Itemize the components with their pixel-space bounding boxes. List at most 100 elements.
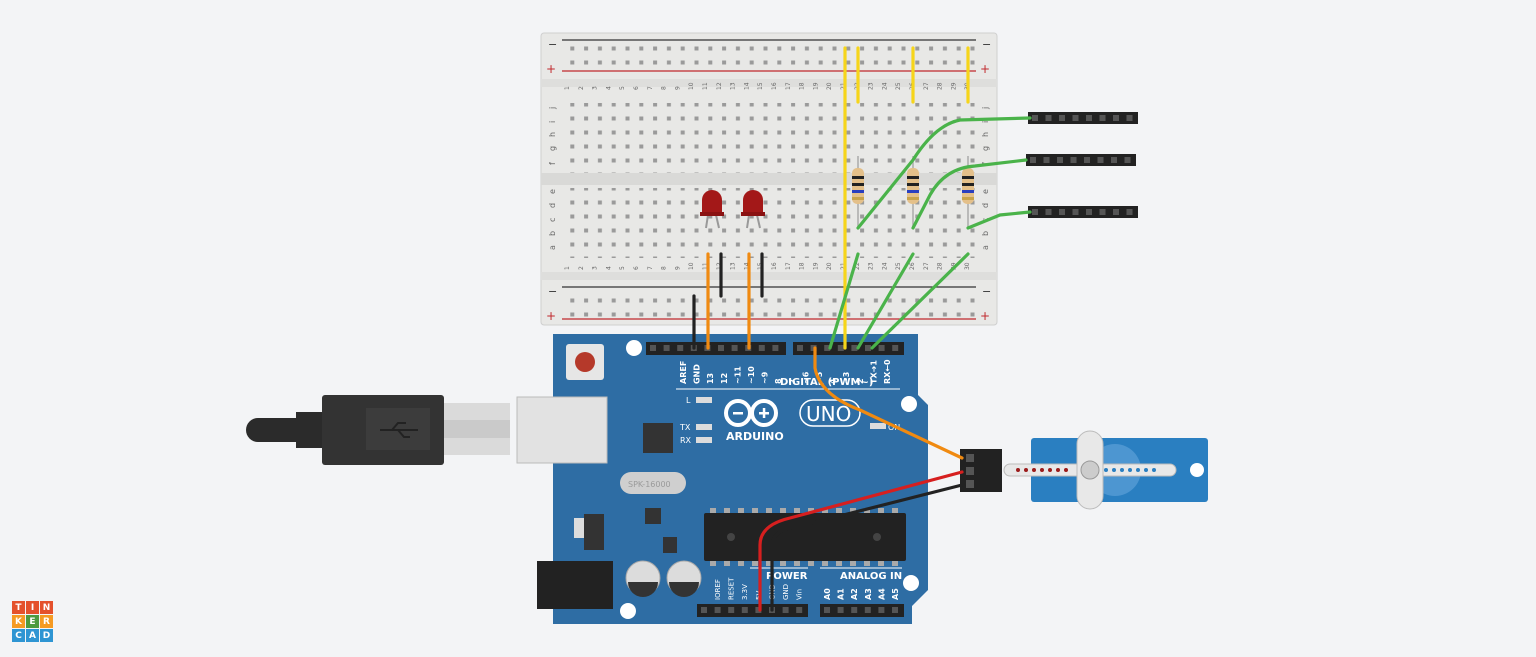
header-pin[interactable] bbox=[741, 607, 748, 613]
servo-motor[interactable] bbox=[1003, 430, 1208, 510]
rail-minus-bottom-right: − bbox=[982, 285, 991, 298]
column-label: 22 bbox=[854, 262, 861, 270]
column-label: 16 bbox=[771, 262, 778, 270]
header-pin[interactable] bbox=[864, 607, 871, 613]
column-label: 28 bbox=[937, 82, 944, 90]
column-label: 10 bbox=[688, 262, 695, 270]
header-pin[interactable] bbox=[728, 607, 735, 613]
header-pin[interactable] bbox=[772, 345, 779, 351]
digital-pin-label: AREF bbox=[679, 361, 688, 384]
header-pin[interactable] bbox=[878, 607, 885, 613]
led-label-tx: TX bbox=[679, 423, 691, 432]
header-pin[interactable] bbox=[731, 345, 738, 351]
resistor[interactable] bbox=[852, 156, 864, 228]
wire-green[interactable] bbox=[828, 252, 860, 350]
resistor[interactable] bbox=[907, 156, 919, 228]
column-label: 19 bbox=[812, 82, 819, 90]
led-2[interactable] bbox=[741, 190, 765, 229]
header-pin[interactable] bbox=[851, 345, 858, 351]
resistor[interactable] bbox=[962, 156, 974, 228]
header-pin[interactable] bbox=[837, 345, 844, 351]
column-label: 4 bbox=[605, 86, 612, 90]
row-label: e bbox=[981, 189, 990, 194]
header-pin[interactable] bbox=[837, 607, 844, 613]
led-1[interactable] bbox=[700, 190, 724, 229]
servo-connector[interactable] bbox=[960, 449, 1002, 492]
usb-b-port[interactable] bbox=[516, 396, 608, 464]
header-pin[interactable] bbox=[718, 345, 724, 351]
wire-red[interactable] bbox=[758, 470, 964, 612]
wire-green[interactable] bbox=[966, 210, 1032, 230]
digital-pin-label: 7 bbox=[788, 378, 797, 384]
header-pin[interactable] bbox=[797, 345, 803, 351]
rail-plus-bottom-right: + bbox=[980, 309, 990, 323]
wire-orange[interactable] bbox=[813, 346, 964, 460]
digital-pin-label: 4 bbox=[829, 378, 838, 384]
analog-pin-label: A5 bbox=[891, 588, 900, 600]
digital-pin-label: 12 bbox=[720, 373, 729, 384]
header-pin[interactable] bbox=[851, 607, 858, 613]
header-pin[interactable] bbox=[865, 345, 871, 351]
logo-letter: E bbox=[26, 615, 39, 628]
analog-pin-label: A3 bbox=[864, 588, 873, 600]
header-pin[interactable] bbox=[677, 345, 684, 351]
row-label: h bbox=[548, 132, 557, 137]
column-label: 24 bbox=[881, 262, 888, 270]
column-label: 17 bbox=[785, 262, 792, 270]
header-pin[interactable] bbox=[758, 345, 765, 351]
column-label: 24 bbox=[881, 82, 888, 90]
crystal: SPK-16000 bbox=[620, 472, 686, 494]
rail-minus-top-left: − bbox=[548, 38, 557, 51]
header-pin[interactable] bbox=[650, 345, 656, 351]
usb-cable[interactable] bbox=[246, 395, 510, 465]
wire-green[interactable] bbox=[911, 158, 1028, 230]
logo-letter: T bbox=[12, 601, 25, 614]
logo-letter: D bbox=[40, 629, 53, 642]
arduino-logo bbox=[724, 399, 778, 427]
header-pin[interactable] bbox=[824, 607, 830, 613]
breadboard[interactable]: − + − + − + − + 112233445566778899101011… bbox=[540, 32, 998, 326]
pin-header-strip[interactable] bbox=[1026, 154, 1136, 166]
analog-pin-label: A1 bbox=[837, 588, 846, 600]
column-label: 12 bbox=[716, 262, 723, 270]
power-header[interactable] bbox=[697, 604, 808, 617]
logo-letter: I bbox=[26, 601, 39, 614]
mount-hole bbox=[626, 340, 642, 356]
column-label: 11 bbox=[702, 82, 709, 90]
wire-green[interactable] bbox=[856, 252, 915, 350]
column-label: 3 bbox=[592, 86, 599, 90]
header-pin[interactable] bbox=[782, 607, 789, 613]
header-pin[interactable] bbox=[824, 345, 831, 351]
row-label: g bbox=[981, 146, 990, 151]
row-label: b bbox=[981, 231, 990, 236]
column-label: 2 bbox=[578, 86, 585, 90]
header-pin[interactable] bbox=[892, 345, 899, 351]
column-label: 20 bbox=[826, 82, 833, 90]
header-pin[interactable] bbox=[892, 607, 898, 613]
header-pin[interactable] bbox=[701, 607, 707, 613]
header-pin[interactable] bbox=[714, 607, 721, 613]
dc-power-jack[interactable] bbox=[537, 561, 613, 609]
digital-header-right[interactable] bbox=[793, 342, 904, 355]
analog-pin-label: A0 bbox=[823, 588, 832, 600]
header-pin[interactable] bbox=[796, 607, 803, 613]
analog-pin-label: A4 bbox=[877, 588, 886, 600]
arduino-model: UNO bbox=[806, 402, 851, 426]
wire-green[interactable] bbox=[870, 252, 970, 350]
analog-header[interactable] bbox=[820, 604, 904, 617]
header-pin[interactable] bbox=[878, 345, 885, 351]
column-label: 25 bbox=[895, 262, 902, 270]
header-pin[interactable] bbox=[663, 345, 670, 351]
digital-pin-label: RX←0 bbox=[883, 359, 892, 384]
microcontroller-chip bbox=[704, 508, 906, 566]
pin-header-strip[interactable] bbox=[1028, 112, 1138, 124]
wire-green[interactable] bbox=[856, 116, 1032, 230]
pin-header-strip[interactable] bbox=[1028, 206, 1138, 218]
column-label: 23 bbox=[868, 262, 875, 270]
wire-black[interactable] bbox=[770, 483, 964, 612]
reset-button[interactable] bbox=[566, 344, 604, 380]
column-label: 23 bbox=[868, 82, 875, 90]
usb-chip bbox=[643, 423, 673, 453]
column-label: 27 bbox=[923, 82, 930, 90]
